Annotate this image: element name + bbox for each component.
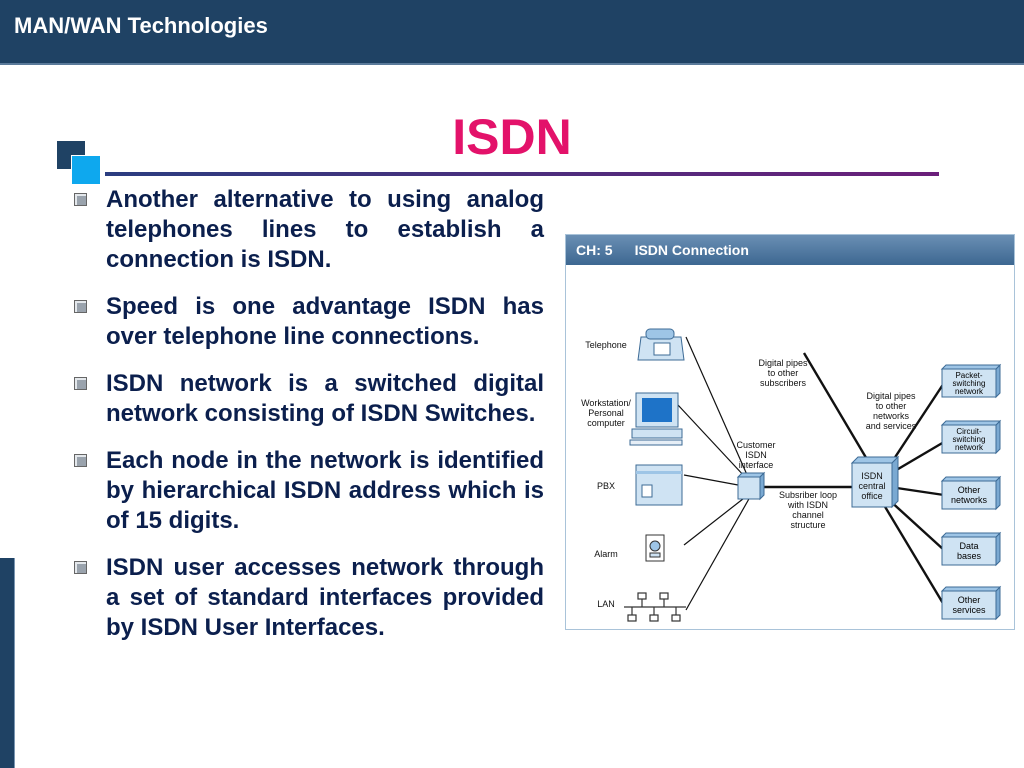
- bullet-item: Speed is one advantage ISDN has over tel…: [74, 292, 544, 352]
- service-label: Data: [959, 541, 978, 551]
- annotation-text: structure: [790, 520, 825, 530]
- header-bar: MAN/WAN Technologies: [0, 0, 1024, 65]
- central-office-box: ISDN central office: [850, 455, 900, 509]
- bullet-text: Speed is one advantage ISDN has over tel…: [106, 293, 544, 350]
- annotation-text: channel: [792, 510, 824, 520]
- bullet-item: ISDN network is a switched digital netwo…: [74, 369, 544, 429]
- title-underline: [105, 172, 939, 176]
- service-label: Packet-: [955, 371, 982, 380]
- bullet-square-icon: [74, 561, 87, 574]
- annotation-labels: Digital pipes to other subscribers Digit…: [736, 358, 916, 530]
- isdn-diagram: ISDN central office Packet- switching ne…: [581, 328, 1002, 622]
- annotation-text: Digital pipes: [866, 391, 916, 401]
- service-label: bases: [957, 551, 982, 561]
- central-office-label: office: [861, 491, 882, 501]
- pbx-icon: [635, 464, 683, 506]
- header-title: MAN/WAN Technologies: [14, 13, 268, 38]
- device-label-pbx: PBX: [597, 481, 615, 491]
- annotation-text: to other: [876, 401, 907, 411]
- annotation-text: ISDN: [745, 450, 767, 460]
- bullet-square-icon: [74, 377, 87, 390]
- slide-title: ISDN: [452, 109, 572, 165]
- annotation-text: Subsriber loop: [779, 490, 837, 500]
- figure-chapter: CH: 5: [576, 242, 613, 258]
- bullet-text: ISDN user accesses network through a set…: [106, 554, 544, 641]
- annotation-text: networks: [873, 411, 910, 421]
- service-label: Other: [958, 595, 981, 605]
- service-label: Circuit-: [956, 427, 982, 436]
- service-label: Other: [958, 485, 981, 495]
- annotation-text: Customer: [736, 440, 775, 450]
- bullet-square-icon: [74, 193, 87, 206]
- decor-square-light: [71, 155, 101, 185]
- device-label-telephone: Telephone: [585, 340, 627, 350]
- central-office-label: ISDN: [861, 471, 883, 481]
- bullet-item: Each node in the network is identified b…: [74, 446, 544, 536]
- service-box-circuit: Circuit- switching network: [940, 419, 1002, 455]
- customer-interface-box: [736, 471, 766, 501]
- service-box-databases: Data bases: [940, 531, 1002, 567]
- service-label: switching: [953, 379, 986, 388]
- bullet-item: ISDN user accesses network through a set…: [74, 553, 544, 643]
- annotation-text: with ISDN: [787, 500, 828, 510]
- lan-icon: [624, 592, 686, 622]
- network-links: [762, 352, 946, 606]
- figure-caption: ISDN Connection: [634, 242, 749, 258]
- service-label: network: [955, 443, 984, 452]
- bullet-item: Another alternative to using analog tele…: [74, 185, 544, 275]
- bullet-text: ISDN network is a switched digital netwo…: [106, 370, 544, 427]
- annotation-text: Digital pipes: [758, 358, 808, 368]
- annotation-text: and services: [866, 421, 917, 431]
- service-box-packet: Packet- switching network: [940, 363, 1002, 399]
- figure-caption-bar: CH: 5 ISDN Connection: [566, 235, 1014, 265]
- service-box-networks: Other networks: [940, 475, 1002, 511]
- device-label-lan: LAN: [597, 599, 615, 609]
- annotation-text: interface: [739, 460, 774, 470]
- left-accent-bar: [0, 558, 15, 768]
- service-label: networks: [951, 495, 988, 505]
- central-office-label: central: [858, 481, 885, 491]
- device-label-alarm: Alarm: [594, 549, 618, 559]
- device-label-workstation: Personal: [588, 408, 624, 418]
- service-label: switching: [953, 435, 986, 444]
- bullet-square-icon: [74, 454, 87, 467]
- annotation-text: subscribers: [760, 378, 807, 388]
- service-label: network: [955, 387, 984, 396]
- device-links: [677, 336, 751, 611]
- telephone-icon: [637, 328, 685, 361]
- bullet-list: Another alternative to using analog tele…: [74, 185, 544, 660]
- alarm-icon: [645, 534, 665, 562]
- device-labels: Telephone Workstation/ Personal computer…: [581, 340, 631, 609]
- bullet-text: Another alternative to using analog tele…: [106, 186, 544, 273]
- bullet-square-icon: [74, 300, 87, 313]
- service-box-services: Other services: [940, 585, 1002, 621]
- device-label-workstation: Workstation/: [581, 398, 631, 408]
- device-label-workstation: computer: [587, 418, 625, 428]
- annotation-text: to other: [768, 368, 799, 378]
- service-label: services: [952, 605, 986, 615]
- computer-icon: [629, 392, 683, 446]
- isdn-figure-panel: CH: 5 ISDN Connection: [565, 234, 1015, 630]
- bullet-text: Each node in the network is identified b…: [106, 447, 544, 534]
